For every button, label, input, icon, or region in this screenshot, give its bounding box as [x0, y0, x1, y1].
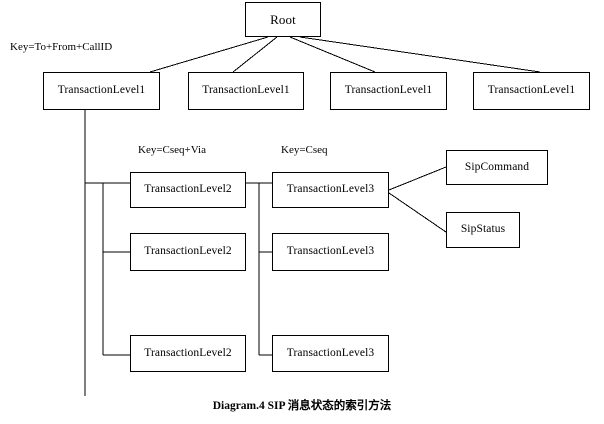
- node-root[interactable]: Root: [245, 2, 321, 37]
- node-label: TransactionLevel3: [286, 245, 375, 258]
- edge-root-to-level1-4: [299, 36, 541, 73]
- edge-root-to-level1-2: [232, 36, 278, 73]
- node-transaction-level2-1[interactable]: TransactionLevel2: [130, 172, 246, 208]
- node-transaction-level1-4[interactable]: TransactionLevel1: [473, 72, 590, 110]
- edge-level3-to-sipcommand: [388, 166, 447, 191]
- figure-caption: Diagram.4 SIP 消息状态的索引方法: [212, 400, 392, 412]
- edge-label-key-cseq: Key=Cseq: [281, 144, 328, 156]
- node-label: SipStatus: [460, 223, 506, 236]
- node-transaction-level3-2[interactable]: TransactionLevel3: [272, 233, 389, 271]
- node-label: TransactionLevel2: [144, 245, 232, 258]
- edge-level3-to-sipstatus: [388, 192, 447, 233]
- node-sip-command[interactable]: SipCommand: [446, 150, 548, 185]
- node-label: TransactionLevel1: [487, 84, 576, 97]
- node-label: TransactionLevel2: [144, 346, 232, 359]
- node-transaction-level1-2[interactable]: TransactionLevel1: [188, 72, 304, 110]
- node-label: TransactionLevel2: [144, 183, 232, 196]
- node-root-label: Root: [270, 12, 296, 27]
- node-transaction-level3-1[interactable]: TransactionLevel3: [272, 172, 389, 208]
- edge-root-to-level1-1: [149, 36, 269, 73]
- node-label: TransactionLevel3: [286, 183, 375, 196]
- node-transaction-level1-3[interactable]: TransactionLevel1: [330, 72, 447, 110]
- node-transaction-level2-2[interactable]: TransactionLevel2: [130, 233, 246, 271]
- node-label: SipCommand: [464, 160, 530, 173]
- edge-label-key-to-from-callid: Key=To+From+CallID: [10, 41, 113, 53]
- node-label: TransactionLevel1: [202, 84, 290, 97]
- node-label: TransactionLevel3: [286, 346, 375, 359]
- node-transaction-level2-3[interactable]: TransactionLevel2: [130, 335, 246, 372]
- node-label: TransactionLevel1: [344, 84, 433, 97]
- node-transaction-level1-1[interactable]: TransactionLevel1: [43, 72, 160, 110]
- edge-root-to-level1-3: [289, 36, 376, 73]
- node-transaction-level3-3[interactable]: TransactionLevel3: [272, 335, 389, 372]
- node-label: TransactionLevel1: [57, 84, 146, 97]
- node-sip-status[interactable]: SipStatus: [446, 212, 520, 248]
- edge-label-key-cseq-via: Key=Cseq+Via: [138, 144, 206, 156]
